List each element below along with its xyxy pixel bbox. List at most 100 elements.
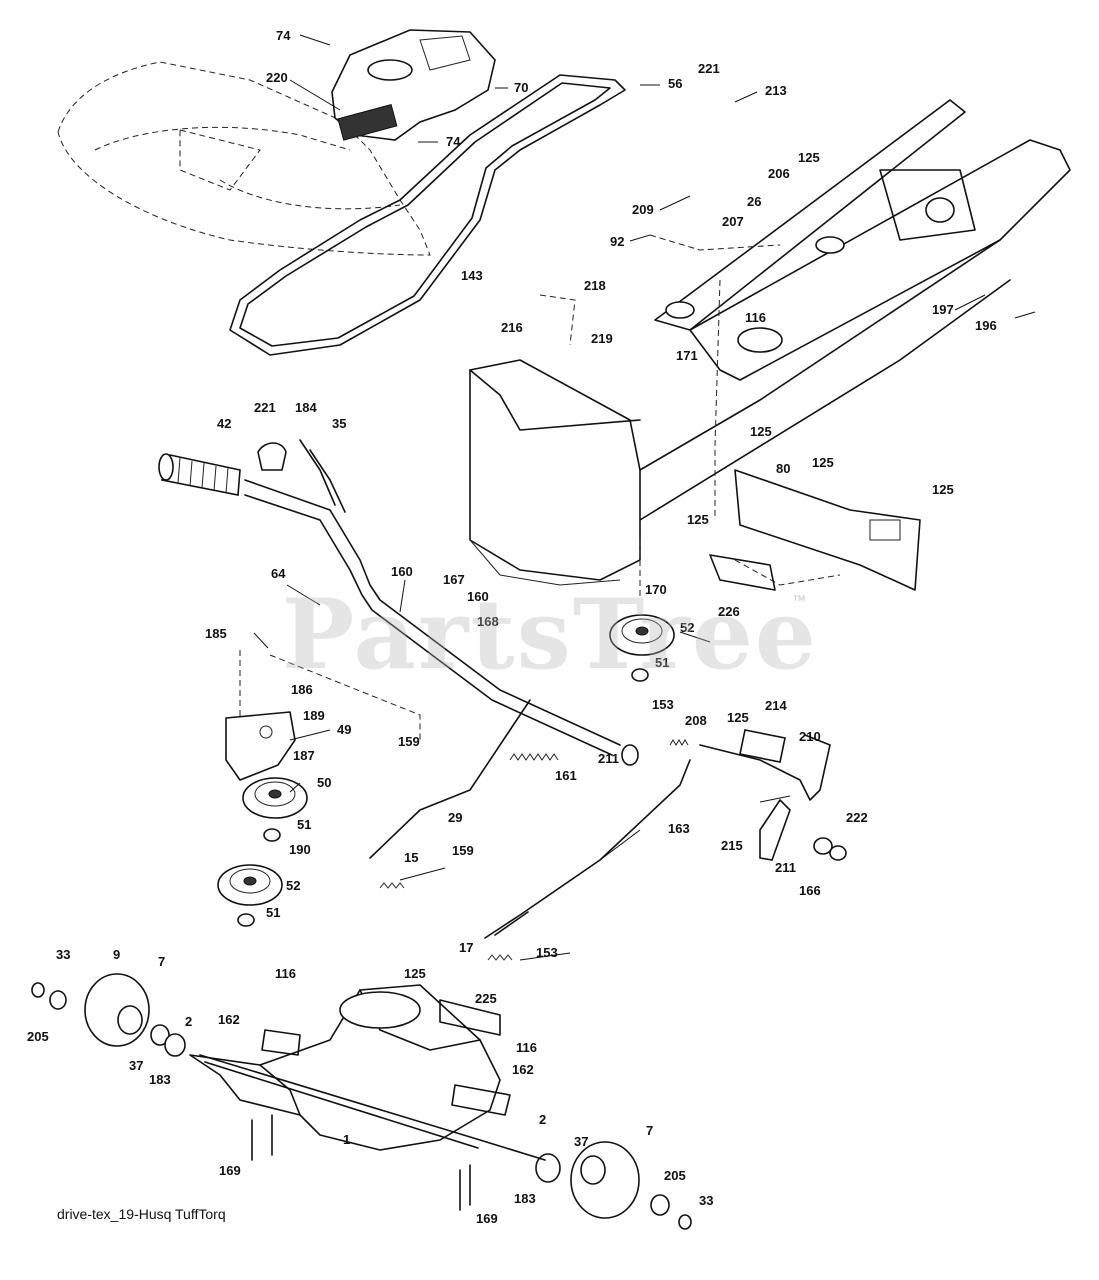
callout-c3: 70 bbox=[514, 80, 528, 95]
pulley-52-lower bbox=[217, 864, 283, 906]
callout-c76: 2 bbox=[185, 1014, 192, 1029]
pulley-52-upper bbox=[609, 614, 675, 656]
callout-c22: 42 bbox=[217, 416, 231, 431]
bolts-169 bbox=[251, 1114, 471, 1211]
callout-c32: 160 bbox=[391, 564, 413, 579]
callout-c62: 211 bbox=[775, 860, 796, 875]
callout-c12: 207 bbox=[722, 214, 744, 229]
callout-c75: 162 bbox=[218, 1012, 240, 1027]
callout-c61: 215 bbox=[721, 838, 743, 853]
spring-161 bbox=[509, 753, 559, 761]
callout-c1: 74 bbox=[276, 28, 291, 43]
nut-51-c bbox=[631, 668, 649, 682]
callout-c48: 125 bbox=[727, 710, 749, 725]
watermark: PartsTree bbox=[282, 578, 818, 691]
seat-outline bbox=[57, 61, 431, 256]
callout-c33: 167 bbox=[443, 572, 465, 587]
callout-c36: 170 bbox=[645, 582, 667, 597]
idler-bracket bbox=[225, 711, 296, 781]
callout-c20: 197 bbox=[932, 302, 954, 317]
callout-c46: 153 bbox=[652, 697, 674, 712]
callout-c69: 9 bbox=[113, 947, 120, 962]
callout-c51: 50 bbox=[317, 775, 331, 790]
callout-c23: 221 bbox=[254, 400, 276, 415]
leader-lines bbox=[253, 34, 1036, 961]
callout-c49: 214 bbox=[765, 698, 787, 713]
callout-c15: 218 bbox=[584, 278, 606, 293]
callout-c85: 169 bbox=[219, 1163, 241, 1178]
callout-c42: 189 bbox=[303, 708, 325, 723]
spring-208 bbox=[669, 739, 689, 746]
callout-c38: 52 bbox=[680, 620, 694, 635]
callout-c6: 221 bbox=[698, 61, 720, 76]
shift-linkage bbox=[244, 439, 639, 766]
callout-c87: 205 bbox=[664, 1168, 686, 1183]
callout-c59: 15 bbox=[404, 850, 418, 865]
callout-c43: 49 bbox=[337, 722, 351, 737]
callout-c63: 166 bbox=[799, 883, 821, 898]
nut-51-a bbox=[263, 828, 281, 842]
callout-c14: 143 bbox=[461, 268, 483, 283]
callout-c37: 226 bbox=[718, 604, 740, 619]
spring-159 bbox=[379, 882, 405, 889]
hub-7-left bbox=[31, 973, 186, 1057]
callout-c78: 37 bbox=[129, 1058, 143, 1073]
handle-grip bbox=[158, 453, 241, 496]
callout-c18: 116 bbox=[745, 310, 766, 325]
callout-c71: 116 bbox=[275, 966, 296, 981]
callout-c89: 33 bbox=[699, 1193, 713, 1208]
callout-c54: 51 bbox=[297, 817, 311, 832]
callout-c55: 29 bbox=[448, 810, 462, 825]
callout-c16: 216 bbox=[501, 320, 523, 335]
callout-c21: 196 bbox=[975, 318, 997, 333]
callout-c86: 183 bbox=[514, 1191, 536, 1206]
callout-c25: 35 bbox=[332, 416, 346, 431]
callout-c30: 125 bbox=[687, 512, 709, 527]
hub-7-right bbox=[535, 1141, 692, 1230]
callout-c53: 211 bbox=[598, 751, 619, 766]
callout-c88: 169 bbox=[476, 1211, 498, 1226]
bracket-226 bbox=[709, 554, 776, 591]
rod-163 bbox=[484, 759, 691, 939]
drive-belt bbox=[229, 74, 626, 356]
callout-c73: 225 bbox=[475, 991, 497, 1006]
callout-c65: 51 bbox=[266, 905, 280, 920]
callout-c41: 186 bbox=[291, 682, 313, 697]
callout-c9: 206 bbox=[768, 166, 790, 181]
knob-184 bbox=[257, 442, 287, 471]
callout-c45: 187 bbox=[293, 748, 315, 763]
callout-c10: 26 bbox=[747, 194, 761, 209]
callout-c67: 153 bbox=[536, 945, 558, 960]
callout-c26: 125 bbox=[750, 424, 772, 439]
callout-c31: 64 bbox=[271, 566, 286, 581]
callout-c58: 190 bbox=[289, 842, 311, 857]
callout-c50: 210 bbox=[799, 729, 821, 744]
spring-17 bbox=[487, 954, 513, 961]
callout-c68: 33 bbox=[56, 947, 70, 962]
callout-c34: 160 bbox=[467, 589, 489, 604]
transaxle bbox=[189, 984, 546, 1161]
callout-c80: 162 bbox=[512, 1062, 534, 1077]
callout-c24: 184 bbox=[295, 400, 317, 415]
rod-163-end bbox=[494, 911, 529, 936]
pulley-50 bbox=[242, 777, 308, 819]
trademark-symbol: ™ bbox=[792, 592, 806, 608]
callout-c17: 219 bbox=[591, 331, 613, 346]
callout-c2: 220 bbox=[266, 70, 288, 85]
callout-c7: 213 bbox=[765, 83, 787, 98]
callout-c66: 17 bbox=[459, 940, 473, 955]
callout-c29: 125 bbox=[932, 482, 954, 497]
callout-c5: 56 bbox=[668, 76, 682, 91]
alignment-lines bbox=[239, 234, 841, 740]
callout-c81: 2 bbox=[539, 1112, 546, 1127]
callout-c57: 222 bbox=[846, 810, 868, 825]
callout-c39: 51 bbox=[655, 655, 669, 670]
callout-c60: 159 bbox=[452, 843, 474, 858]
callout-c72: 125 bbox=[404, 966, 426, 981]
callout-c13: 92 bbox=[610, 234, 624, 249]
callout-c52: 161 bbox=[555, 768, 577, 783]
callout-c4: 74 bbox=[446, 134, 461, 149]
rod-29 bbox=[369, 699, 531, 859]
